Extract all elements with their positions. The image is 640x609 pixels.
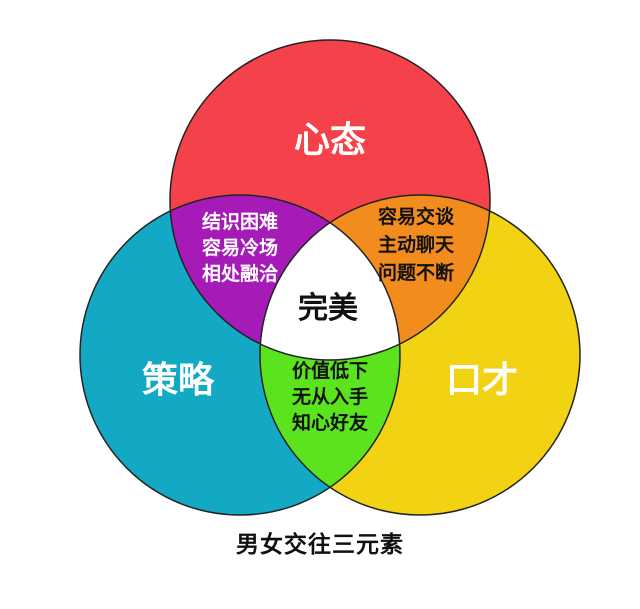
top-left-line-3: 相处融洽 bbox=[202, 262, 279, 285]
top-right-line-1: 容易交谈 bbox=[378, 205, 455, 228]
left-right-line-1: 价值低下 bbox=[292, 359, 368, 382]
diagram-caption: 男女交往三元素 bbox=[236, 531, 404, 558]
outline-left bbox=[79, 194, 401, 516]
label-top: 心态 bbox=[294, 119, 366, 161]
top-right-line-2: 主动聊天 bbox=[378, 233, 455, 256]
outline-top bbox=[169, 39, 491, 361]
top-left-line-1: 结识困难 bbox=[202, 210, 278, 233]
left-right-line-2: 无从入手 bbox=[292, 385, 368, 408]
left-right-line-3: 知心好友 bbox=[292, 411, 368, 434]
center-label: 完美 bbox=[298, 291, 358, 326]
top-right-line-3: 问题不断 bbox=[378, 261, 454, 284]
top-left-line-2: 容易冷场 bbox=[202, 236, 278, 259]
region-center bbox=[260, 195, 400, 360]
label-right: 口才 bbox=[446, 359, 518, 401]
label-left: 策略 bbox=[142, 359, 215, 401]
outline-right bbox=[259, 194, 581, 516]
